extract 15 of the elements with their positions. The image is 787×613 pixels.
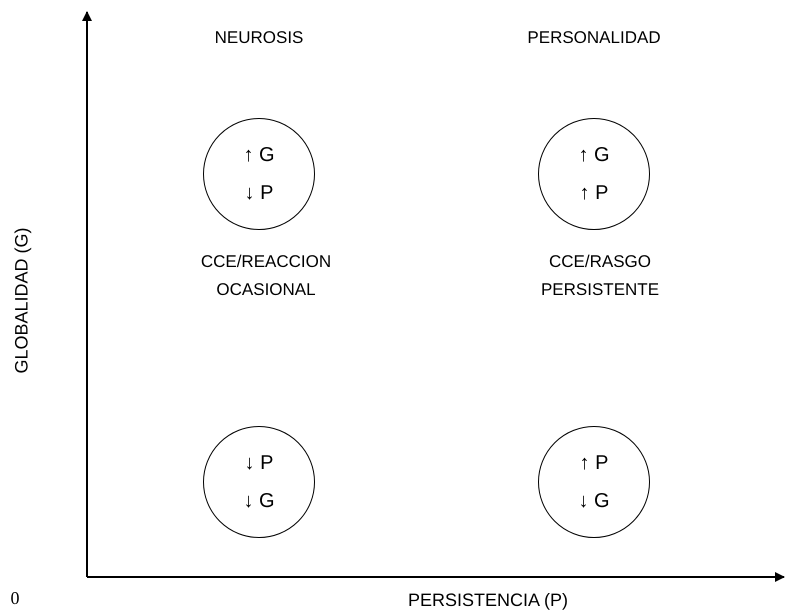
- quadrant-heading: NEUROSIS: [214, 27, 304, 49]
- quadrant-heading: PERSONALIDAD: [526, 27, 662, 49]
- quadrant-heading: CCE/REACCION OCASIONAL: [200, 251, 332, 301]
- trend-label: ↓ G: [243, 489, 275, 513]
- trend-label: ↑ P: [580, 181, 608, 205]
- trend-label: ↓ G: [578, 489, 610, 513]
- trend-label: ↑ G: [243, 143, 275, 167]
- origin-label: 0: [10, 588, 20, 608]
- trend-label: ↑ G: [578, 143, 610, 167]
- trend-label: ↓ P: [244, 181, 274, 205]
- trend-label: ↓ P: [244, 451, 274, 475]
- trend-label: ↑ P: [580, 451, 608, 475]
- axis-title: PERSISTENCIA (P): [408, 590, 568, 610]
- axis-title: GLOBALIDAD (G): [12, 226, 33, 374]
- quadrant-heading: CCE/RASGO PERSISTENTE: [540, 251, 660, 301]
